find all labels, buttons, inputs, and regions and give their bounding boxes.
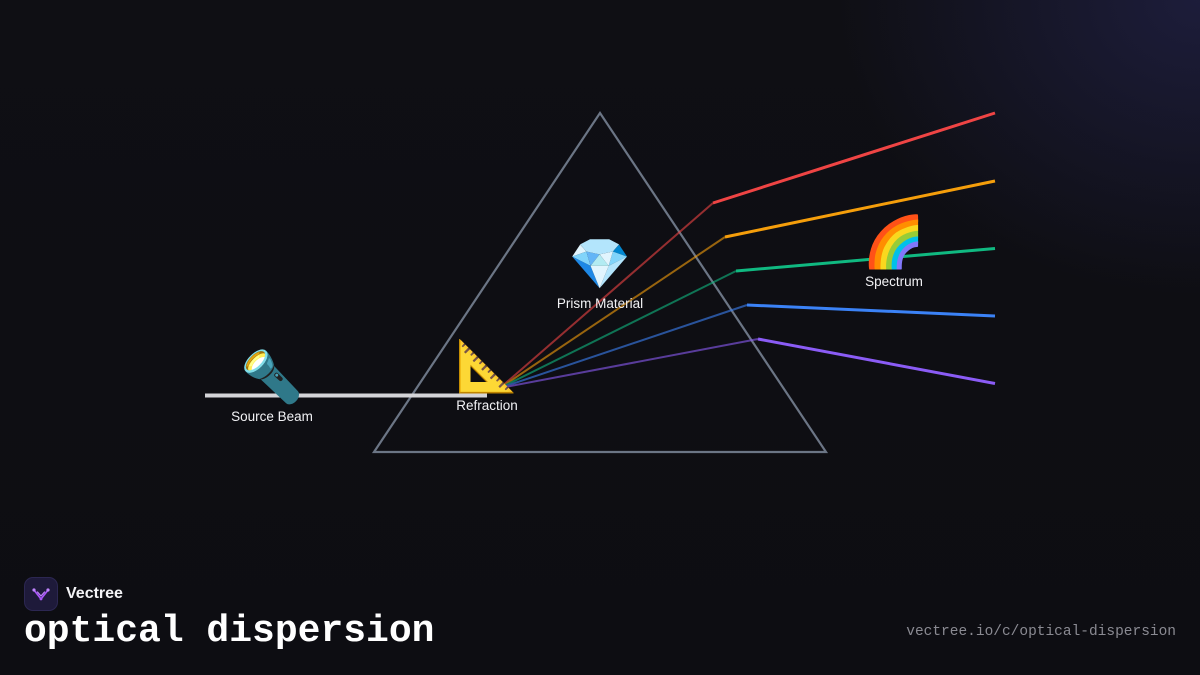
exit-ray-orange	[724, 179, 996, 239]
triangular-ruler-icon: 📐	[455, 337, 519, 395]
brand: Vectree	[24, 577, 123, 611]
rainbow-icon: 🌈	[862, 213, 926, 271]
node-prism-material[interactable]: 💎 Prism Material	[557, 236, 643, 311]
internal-ray-violet	[499, 338, 759, 389]
node-refraction[interactable]: 📐 Refraction	[456, 338, 518, 413]
node-label: Spectrum	[865, 274, 923, 289]
node-spectrum[interactable]: 🌈 Spectrum	[863, 214, 925, 289]
internal-ray-blue	[499, 304, 748, 389]
node-label: Source Beam	[231, 409, 313, 424]
internal-ray-green	[499, 270, 737, 389]
internal-rays	[499, 202, 759, 389]
vectree-logo-icon	[24, 577, 58, 611]
exit-ray-red	[712, 111, 996, 205]
brand-name: Vectree	[66, 585, 123, 602]
exit-rays	[712, 111, 996, 385]
node-source-beam[interactable]: 🔦 Source Beam	[231, 349, 313, 424]
exit-ray-green	[735, 247, 996, 273]
gem-icon: 💎	[568, 235, 632, 293]
exit-ray-violet	[757, 337, 996, 385]
page-url[interactable]: vectree.io/c/optical-dispersion	[906, 624, 1176, 640]
page-title: optical dispersion	[24, 610, 435, 653]
node-label: Prism Material	[556, 296, 644, 311]
internal-ray-red	[499, 202, 714, 389]
internal-ray-orange	[499, 236, 726, 389]
exit-ray-blue	[746, 303, 996, 318]
flashlight-icon: 🔦	[240, 348, 304, 406]
node-label: Refraction	[456, 398, 518, 413]
